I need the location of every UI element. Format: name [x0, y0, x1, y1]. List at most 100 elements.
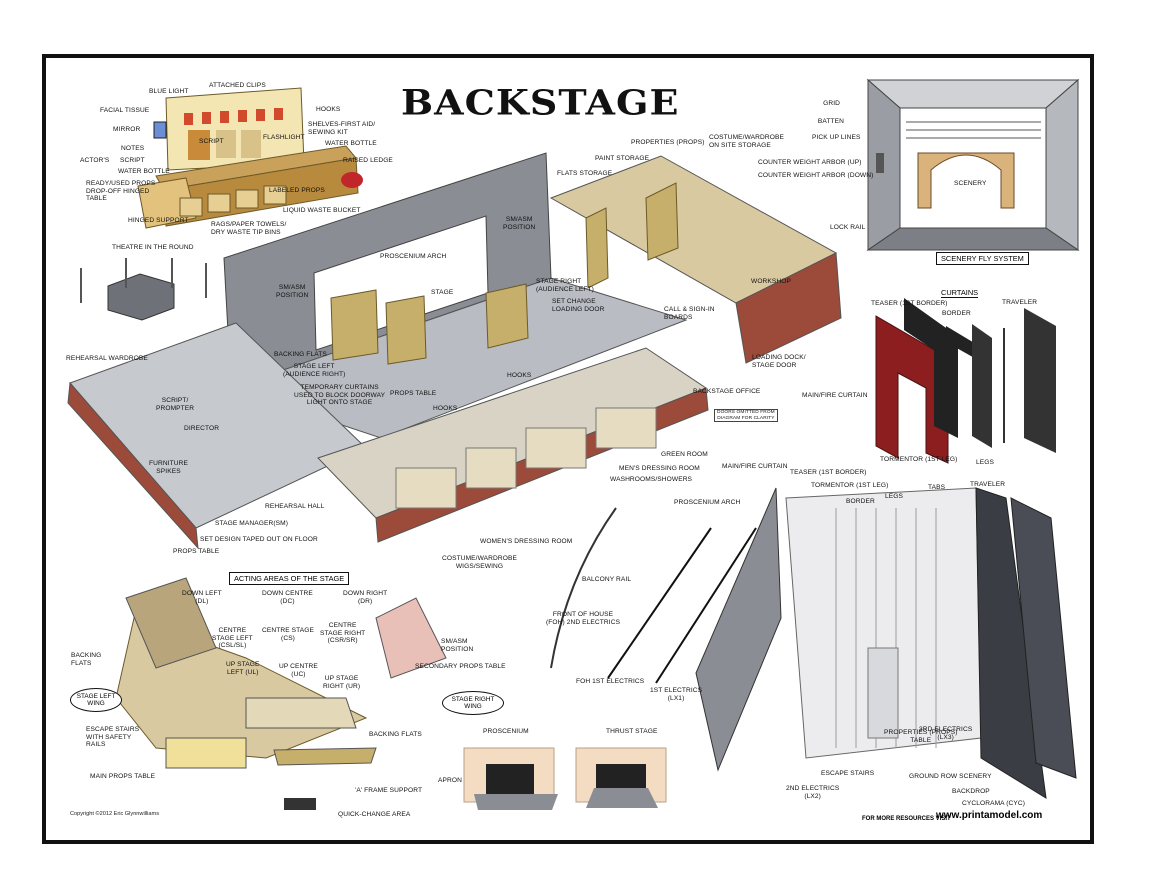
area-centre-stage-left: CENTRE STAGE LEFT (CSL/SL) [212, 627, 253, 650]
workshop-label: WORKSHOP [751, 278, 791, 285]
backing-flats-bottom-label: BACKING FLATS [369, 731, 422, 738]
script-label: SCRIPT [120, 157, 145, 164]
backing-flats-label: BACKING FLATS [274, 351, 327, 358]
stage-right-label: STAGE RIGHT (AUDIENCE LEFT) [536, 278, 594, 293]
teaser-label: TEASER (1ST BORDER) [871, 300, 948, 307]
paint-storage-label: PAINT STORAGE [595, 155, 650, 162]
area-down-right: DOWN RIGHT (DR) [343, 590, 388, 605]
balcony-rail-label: BALCONY RAIL [582, 576, 632, 583]
area-up-stage-right: UP STAGE RIGHT (UR) [323, 675, 361, 690]
pickup-lines-label: PICK UP LINES [812, 134, 861, 141]
costume-sewing-label: COSTUME/WARDROBE WIGS/SEWING [442, 555, 517, 570]
blue-light-label: BLUE LIGHT [149, 88, 189, 95]
cyclorama-label: CYCLORAMA (CYC) [962, 800, 1026, 807]
counterweight-down-label: COUNTER WEIGHT ARBOR (DOWN) [758, 172, 874, 179]
mirror-label: MIRROR [113, 126, 141, 133]
building-plan-illustration [67, 152, 842, 550]
raised-ledge-label: RAISED LEDGE [343, 157, 393, 164]
fly-system-illustration [866, 78, 1080, 251]
flats-storage-label: FLATS STORAGE [557, 170, 613, 177]
grid-label: GRID [823, 100, 840, 107]
green-room-label: GREEN ROOM [661, 451, 708, 458]
stage-left-wing-oval: STAGE LEFT WING [70, 688, 122, 712]
tabs-3d-label: TABS [928, 484, 946, 491]
properties-label: PROPERTIES (PROPS) [631, 139, 705, 146]
sm-asm-left-label: SM/ASM POSITION [276, 284, 309, 299]
rehearsal-hall-label: REHEARSAL HALL [265, 503, 325, 510]
quick-change-label: QUICK-CHANGE AREA [338, 811, 411, 818]
scenery-label: SCENERY [954, 180, 987, 187]
flashlight-label: FLASHLIGHT [263, 134, 305, 141]
mens-dressing-label: MEN'S DRESSING ROOM [619, 465, 700, 472]
secondary-props-label: SECONDARY PROPS TABLE [415, 663, 506, 670]
water-bottle-label: WATER BOTTLE [118, 168, 170, 175]
area-down-centre: DOWN CENTRE (DC) [262, 590, 313, 605]
hooks-label: HOOKS [316, 106, 341, 113]
tormentor-label: TORMENTOR (1ST LEG) [880, 456, 958, 463]
stage-label: STAGE [431, 289, 454, 296]
stage-3d-illustration [695, 487, 1077, 799]
tormentor-3d-label: TORMENTOR (1ST LEG) [811, 482, 889, 489]
foh-2nd-electrics-label: FRONT OF HOUSE (FOH) 2ND ELECTRICS [546, 611, 621, 626]
traveler-label: TRAVELER [1002, 299, 1038, 306]
area-centre-stage: CENTRE STAGE (CS) [262, 627, 315, 642]
stage-manager-label: STAGE MANAGER(SM) [215, 520, 289, 527]
acting-areas-illustration [115, 577, 447, 810]
backing-flats-area-label: BACKING FLATS [71, 652, 102, 667]
rehearsal-wardrobe-label: REHEARSAL WARDROBE [66, 355, 148, 362]
area-down-left: DOWN LEFT (DL) [182, 590, 222, 605]
legs-3d-label: LEGS [885, 493, 903, 500]
hooks-label-1: HOOKS [507, 372, 532, 379]
theatre-in-round-illustration [80, 258, 207, 321]
attached-clips-label: ATTACHED CLIPS [209, 82, 266, 89]
escape-stairs-3d-label: ESCAPE STAIRS [821, 770, 875, 777]
backstage-office-label: BACKSTAGE OFFICE [693, 388, 761, 395]
stage-right-wing-oval: STAGE RIGHT WING [442, 691, 504, 715]
foh-1st-electrics-label: FOH 1ST ELECTRICS [576, 678, 645, 685]
water-bottle-label-top: WATER BOTTLE [325, 140, 377, 147]
main-fire-curtain-label: MAIN/FIRE CURTAIN [802, 392, 868, 399]
acting-areas-heading: ACTING AREAS OF THE STAGE [229, 572, 350, 585]
area-up-centre: UP CENTRE (UC) [279, 663, 318, 678]
set-design-taped-label: SET DESIGN TAPED OUT ON FLOOR [200, 536, 318, 543]
poster-title: BACKSTAGE [401, 82, 680, 123]
teaser-3d-label: TEASER (1ST BORDER) [790, 469, 867, 476]
batten-label: BATTEN [817, 118, 844, 125]
stage-types-illustration [463, 747, 667, 810]
props-table-3d-label: PROPERTIES (PROPS) TABLE [884, 729, 958, 744]
thrust-stage-label: THRUST STAGE [606, 728, 658, 735]
traveler-3d-label: TRAVELER [970, 481, 1006, 488]
proscenium-arch-3d-label: PROSCENIUM ARCH [674, 499, 741, 506]
counterweight-up-label: COUNTER WEIGHT ARBOR (UP) [758, 159, 862, 166]
proscenium-arch-label: PROSCENIUM ARCH [380, 253, 447, 260]
main-props-table-label: MAIN PROPS TABLE [90, 773, 156, 780]
temp-curtains-label: TEMPORARY CURTAINS USED TO BLOCK DOORWAY… [294, 384, 386, 407]
curtains-illustration [875, 298, 1056, 464]
lx2-label: 2ND ELECTRICS (LX2) [786, 785, 840, 800]
border-label: BORDER [942, 310, 971, 317]
costume-storage-label: COSTUME/WARDROBE ON SITE STORAGE [709, 134, 784, 149]
director-label: DIRECTOR [184, 425, 220, 432]
main-fire-curtain-3d-label: MAIN/FIRE CURTAIN [722, 463, 788, 470]
stage-left-label: STAGE LEFT (AUDIENCE RIGHT) [283, 363, 346, 378]
hooks-label-2: HOOKS [433, 405, 458, 412]
lx3-label: 3RD ELECTRICS (LX3) [919, 726, 973, 741]
set-change-door-label: SET CHANGE LOADING DOOR [552, 298, 605, 313]
shelves-label: SHELVES-FIRST AID/ SEWING KIT [308, 121, 376, 136]
copyright-notice: Copyright ©2012 Eric Glynnwilliams [70, 811, 159, 817]
website-link[interactable]: www.printamodel.com [936, 810, 1043, 821]
a-frame-label: 'A' FRAME SUPPORT [355, 787, 423, 794]
sm-asm-area-label: SM/ASM POSITION [441, 638, 474, 653]
proscenium-label: PROSCENIUM [483, 728, 529, 735]
apron-label: APRON [438, 777, 462, 784]
resources-label: FOR MORE RESOURCES VISIT [862, 816, 951, 822]
notes-label: NOTES [121, 145, 145, 152]
theatre-in-round-label: THEATRE IN THE ROUND [112, 244, 194, 251]
dressing-table-illustration [137, 87, 363, 229]
womens-dressing-label: WOMEN'S DRESSING ROOM [480, 538, 573, 545]
lx1-label: 1ST ELECTRICS (LX1) [650, 687, 703, 702]
liquid-waste-label: LIQUID WASTE BUCKET [283, 207, 361, 214]
props-table-rehearsal-label: PROPS TABLE [173, 548, 220, 555]
props-dropoff-label: READY/USED PROPS DROP-OFF HINGED TABLE [86, 180, 156, 203]
lighting-illustration [550, 507, 757, 684]
